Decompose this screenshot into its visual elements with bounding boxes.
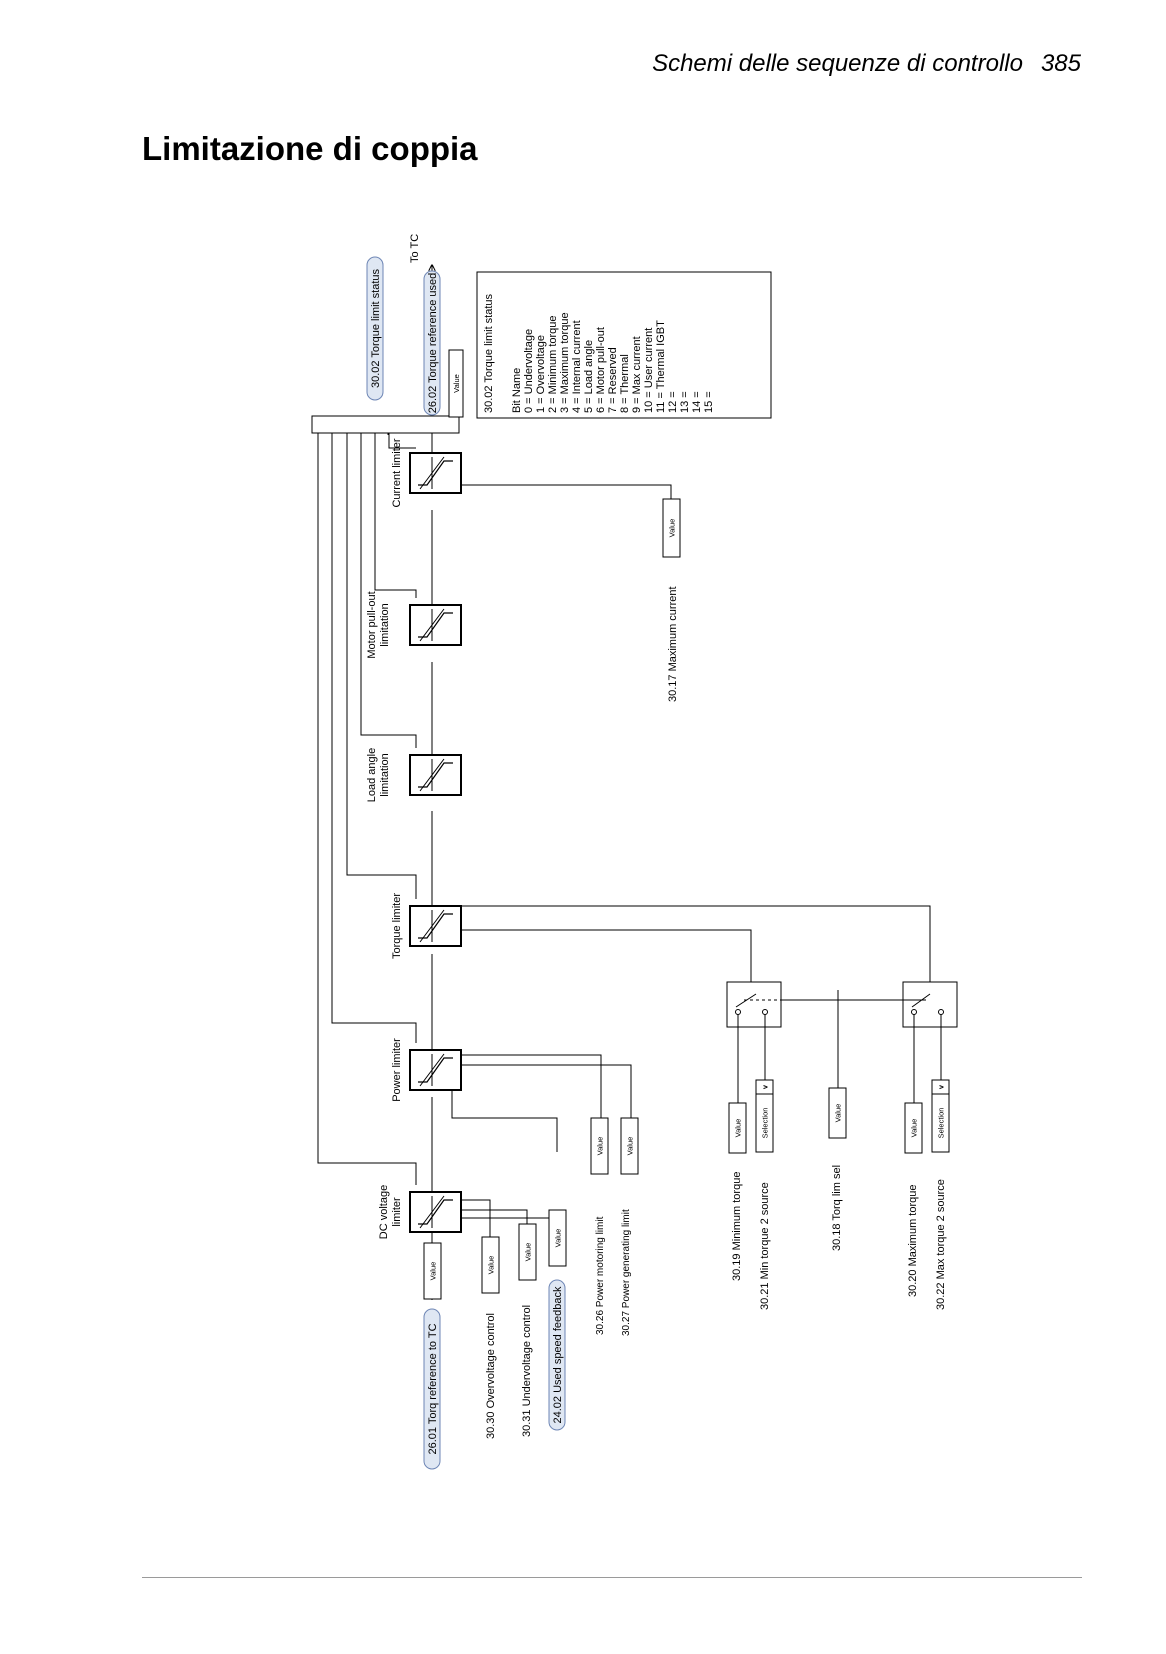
limiter-block-label: Torque limiter (391, 893, 403, 959)
legend-bit: 9 = Max current (631, 336, 643, 413)
limiter-block-label: limiter (391, 1197, 403, 1227)
signal-pill: 26.01 Torq reference to TC (423, 1308, 441, 1470)
switch-contact (911, 1009, 917, 1015)
value-box-label: Value (734, 1119, 743, 1138)
signal-pill-label: 24.02 Used speed feedback (552, 1286, 564, 1423)
legend-bit: 7 = Reserved (607, 347, 619, 413)
signal-label: 30.21 Min torque 2 source (759, 1182, 771, 1310)
legend-bit: 15 = (703, 391, 715, 413)
signal-pill-label: 26.01 Torq reference to TC (427, 1323, 439, 1454)
legend-bit: 5 = Load angle (583, 340, 595, 413)
status-bus-bar (311, 415, 460, 434)
legend-bit: 11 = Thermal IGBT (655, 320, 667, 413)
signal-label: 30.27 Power generating limit (621, 1209, 632, 1336)
value-box-label: Value (596, 1137, 605, 1156)
signal-label: 30.31 Undervoltage control (521, 1305, 533, 1437)
header-page-number: 385 (1040, 50, 1081, 77)
signal-label: 30.19 Minimum torque (731, 1172, 743, 1281)
switch-contact (735, 1009, 741, 1015)
legend-header: Bit Name (511, 368, 523, 413)
limiter-block (409, 604, 462, 646)
value-box-label: Value (554, 1229, 563, 1248)
signal-label: 30.17 Maximum current (667, 586, 679, 702)
limiter-block-label: Power limiter (391, 1038, 403, 1102)
legend-title: 30.02 Torque limit status (483, 293, 495, 413)
signal-pill: 24.02 Used speed feedback (548, 1279, 566, 1431)
limiter-block-label: Load angle (366, 748, 378, 802)
signal-label: 30.20 Maximum torque (907, 1185, 919, 1298)
value-box-label: Value (452, 374, 461, 393)
limiter-block (409, 1049, 462, 1091)
value-box: Value (423, 1242, 442, 1300)
legend-bit: 14 = (691, 391, 703, 413)
value-box: Value (518, 1223, 537, 1281)
value-box-label: Value (668, 519, 677, 538)
signal-label: 30.26 Power motoring limit (595, 1216, 606, 1335)
signal-label: 30.22 Max torque 2 source (935, 1179, 947, 1310)
signal-pill: 30.02 Torque limit status (366, 256, 384, 401)
legend-bit: 0 = Undervoltage (523, 329, 535, 413)
legend-bit: 13 = (679, 391, 691, 413)
legend: 30.02 Torque limit status Bit Name 0 = U… (483, 293, 715, 413)
signal-label: 30.30 Overvoltage control (485, 1313, 497, 1439)
value-box-label: Value (429, 1262, 438, 1281)
switch-contact (938, 1009, 944, 1015)
value-box: Value (728, 1102, 747, 1154)
legend-box (476, 271, 772, 419)
value-box: Value (590, 1117, 609, 1175)
limiter-block (409, 452, 462, 494)
limiter-block-label: Motor pull-out (366, 591, 378, 658)
limiter-block (409, 905, 462, 947)
signal-pill-label: 30.02 Torque limit status (370, 268, 382, 388)
legend-bit: 3 = Maximum torque (559, 312, 571, 413)
value-box: Value (620, 1117, 639, 1175)
selection-arrow: v (937, 1084, 946, 1089)
value-box-label: Value (524, 1243, 533, 1262)
legend-bit: 4 = Internal current (571, 320, 583, 413)
value-box-label: Value (910, 1119, 919, 1138)
switch-contact (762, 1009, 768, 1015)
value-box: Value (662, 498, 681, 558)
legend-bit: 12 = (667, 391, 679, 413)
legend-bit: 10 = User current (643, 328, 655, 413)
header-section-title: Schemi delle sequenze di controllo (652, 50, 1023, 77)
value-box-label: Value (834, 1104, 843, 1123)
limiter-block (409, 754, 462, 796)
legend-bit: 6 = Motor pull-out (595, 327, 607, 413)
limiter-blocks (409, 452, 462, 1233)
page-title: Limitazione di coppia (142, 130, 478, 167)
legend-bit: 8 = Thermal (619, 354, 631, 413)
limiter-block-label: limitation (379, 753, 391, 796)
signal-pill: 26.02 Torque reference used (423, 270, 441, 416)
running-header: Schemi delle sequenze di controllo 385 (652, 50, 1081, 78)
wires (317, 265, 942, 1300)
selection-box-label: Selection (761, 1108, 770, 1139)
value-box-label: Value (487, 1256, 496, 1275)
to-tc-label: To TC (409, 234, 421, 263)
value-box: Value (448, 349, 464, 418)
signal-pill-label: 26.02 Torque reference used (427, 273, 439, 413)
selection-box-label: Selection (937, 1108, 946, 1139)
value-box: Value (481, 1236, 500, 1294)
value-box: Value (828, 1087, 847, 1139)
max-torque-switch (902, 981, 958, 1028)
signal-label: 30.18 Torq lim sel (831, 1165, 843, 1251)
value-box-label: Value (626, 1137, 635, 1156)
legend-bit: 2 = Minimum torque (547, 315, 559, 413)
footer-rule (142, 1577, 1082, 1578)
limiter-block-label: Current limiter (391, 438, 403, 507)
limiter-block (409, 1191, 462, 1233)
limiter-block-label: limitation (379, 603, 391, 646)
value-box: Value (904, 1102, 923, 1154)
selection-arrow: v (761, 1084, 770, 1089)
min-torque-switch (726, 981, 782, 1028)
limiter-block-label: DC voltage (378, 1185, 390, 1239)
value-box: Value (548, 1209, 567, 1267)
legend-bit: 1 = Overvoltage (535, 335, 547, 413)
